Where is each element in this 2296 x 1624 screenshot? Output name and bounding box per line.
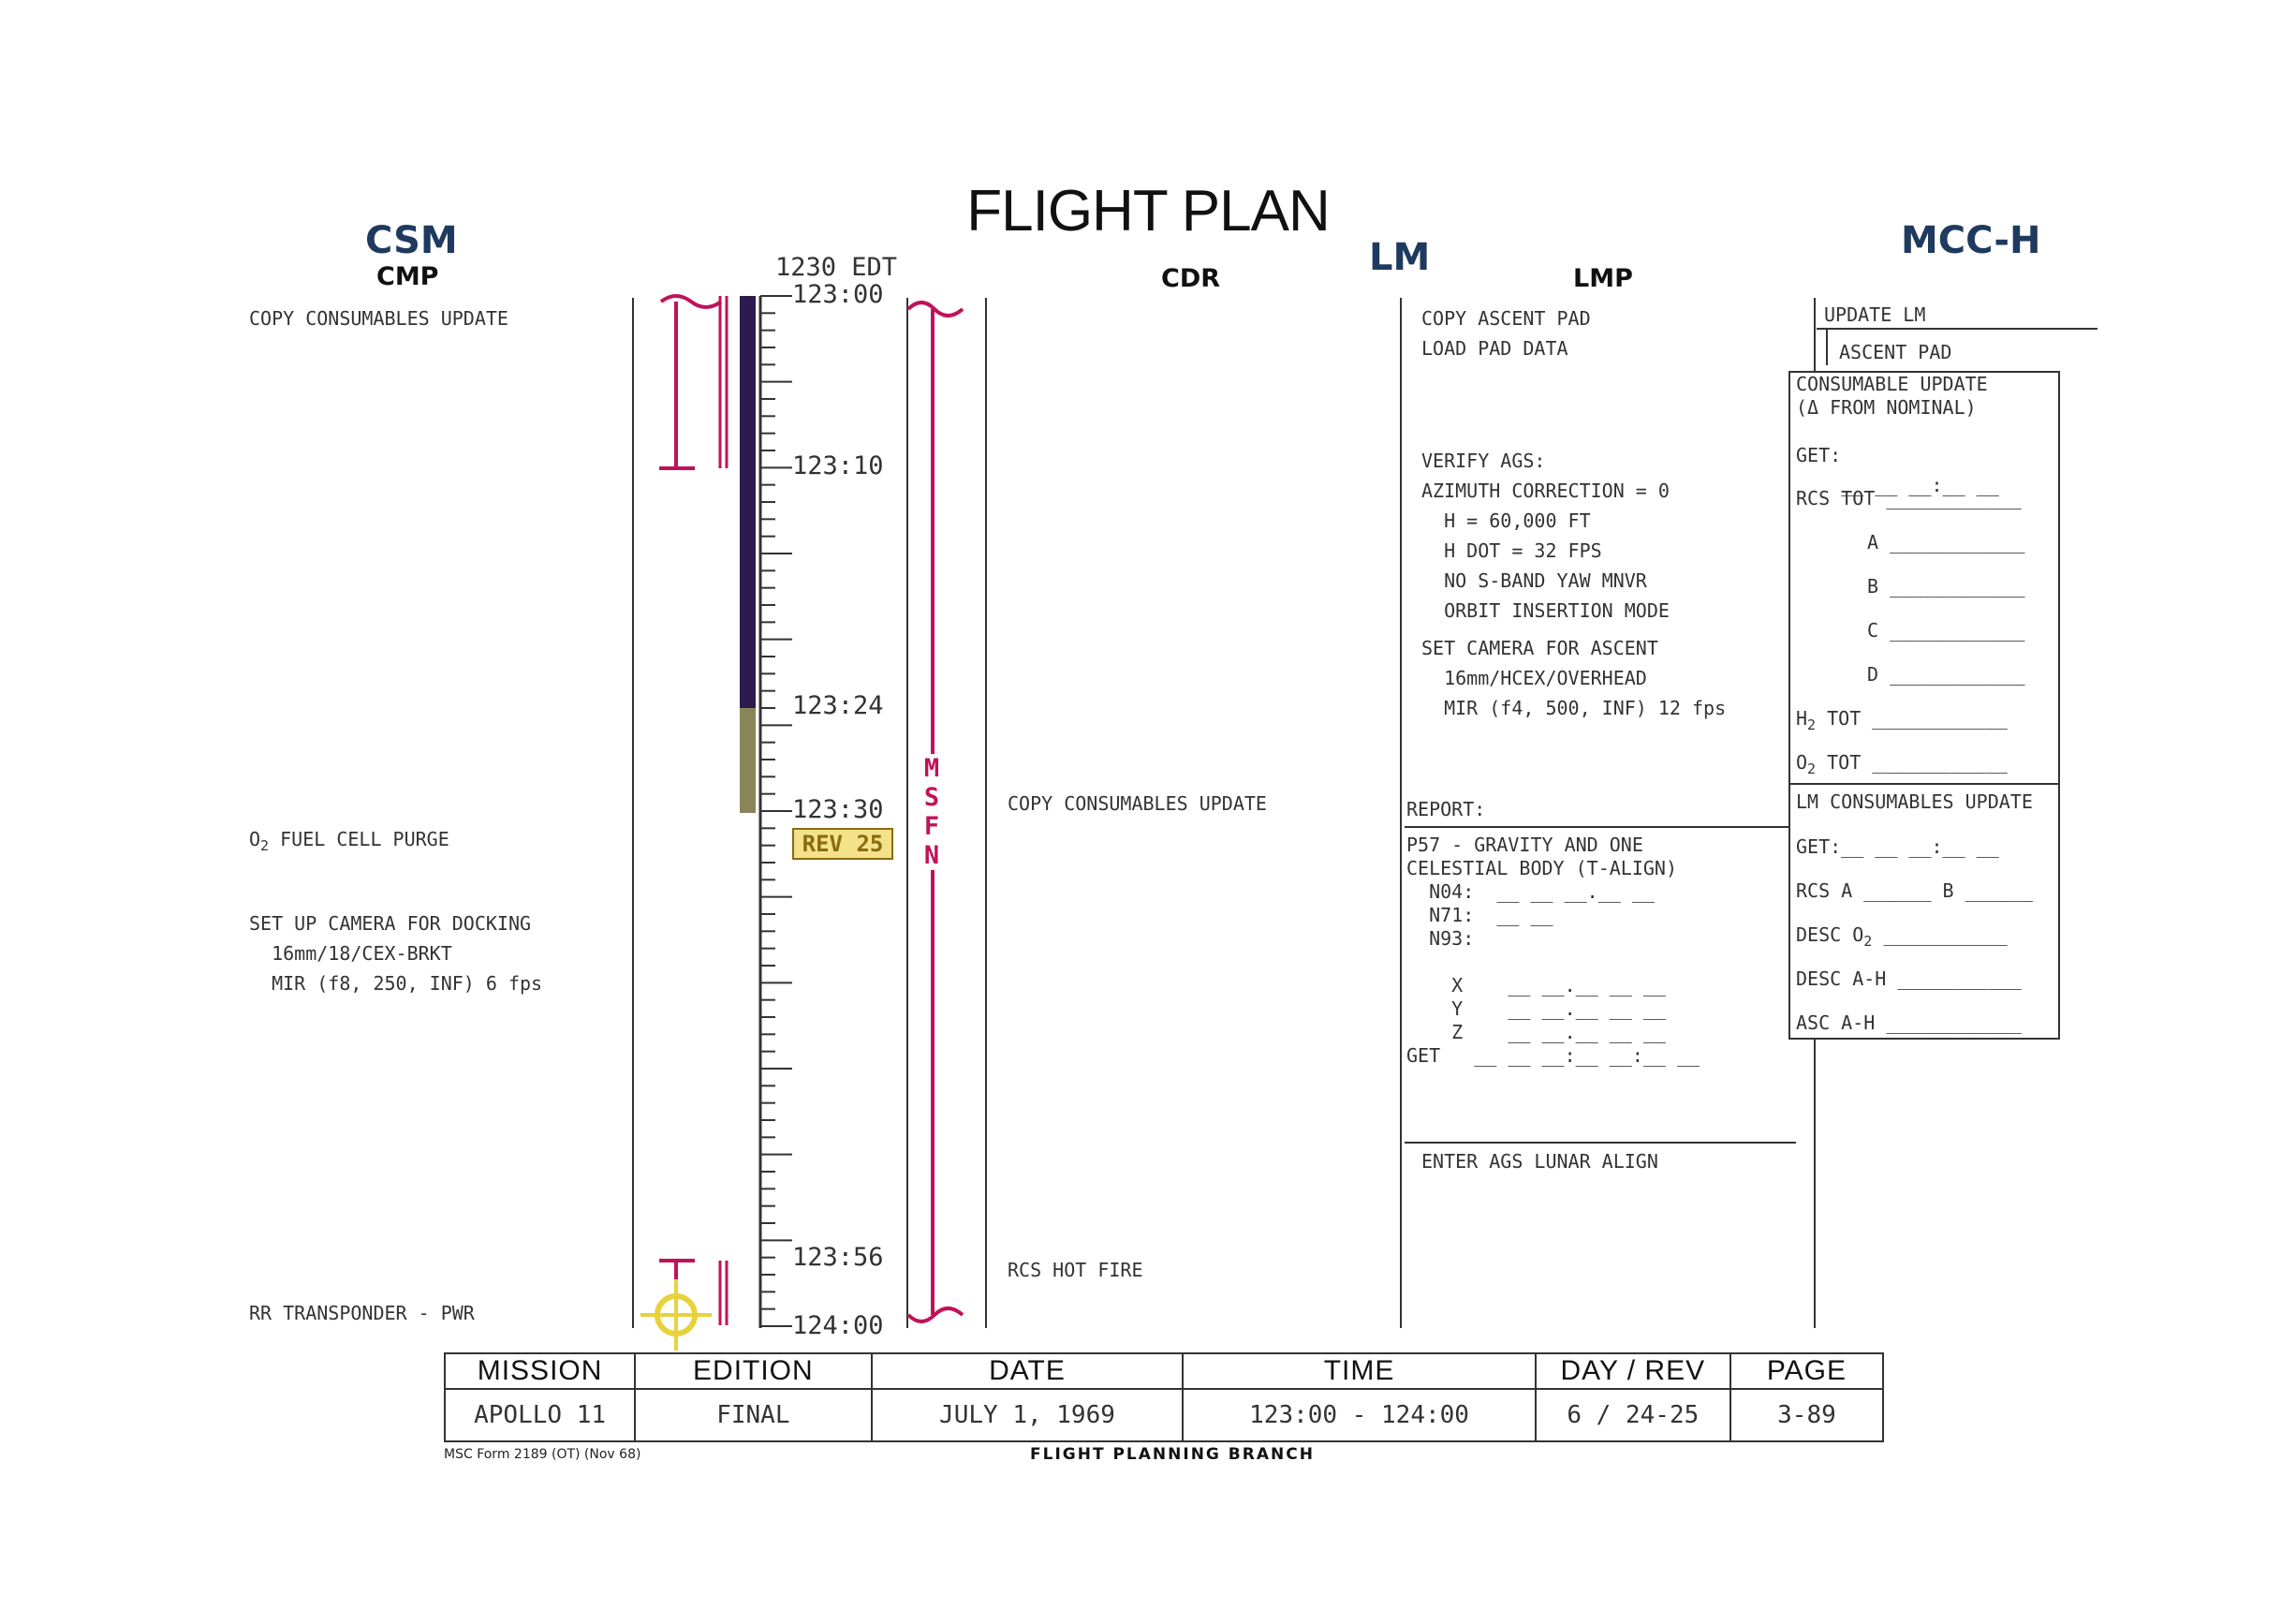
report-rule [1405,826,1815,828]
lmp-set-camera: SET CAMERA FOR ASCENT 16mm/HCEX/OVERHEAD… [1421,637,1727,719]
cmp-copy-consumables: COPY CONSUMABLES UPDATE [249,307,508,330]
consumable-get-field[interactable]: GET: __ __ __:__ __ [1796,444,1999,496]
mcc-update-rule [1817,328,2097,330]
time-label-12324: 123:24 [792,691,884,720]
footer-value-edition: FINAL [634,1388,873,1442]
cmp-camera-settings: MIR (f8, 250, INF) 6 fps [249,972,543,995]
cmp-o2-fuel-cell-purge: O2 FUEL CELL PURGE [249,828,449,854]
asc-ah-field[interactable]: ASC A-H ____________ [1796,1011,2022,1034]
desc-o2-prefix: DESC O [1796,923,1864,946]
h2-tot-field[interactable]: H2 TOT ____________ [1796,703,2008,740]
desc-o2-rest: ___________ [1872,923,2008,946]
mcc-header: MCC-H [1901,219,2041,262]
rev-badge: REV 25 [792,828,893,860]
lm-consumables-divider [1788,783,2060,785]
csm-header: CSM [365,219,458,262]
lmp-header: LMP [1573,264,1633,293]
footer-header-row: MISSION EDITION DATE TIME DAY / REV PAGE [443,1352,1885,1390]
time-label-12400: 124:00 [792,1311,884,1340]
cdr-copy-consumables: COPY CONSUMABLES UPDATE [1008,792,1267,815]
msfn-bracket-bottom-icon [906,1307,964,1323]
rcs-a-field[interactable]: A ____________ [1867,531,2025,554]
mcc-ascent-bracket [1826,328,1828,365]
footer-header-page: PAGE [1729,1352,1885,1390]
h2-symbol: H [1796,707,1808,730]
footer-header-day-rev: DAY / REV [1534,1352,1731,1390]
footer-header-date: DATE [870,1352,1185,1390]
lm-get-field[interactable]: GET:__ __ __:__ __ [1796,835,1999,858]
footer-header-mission: MISSION [443,1352,637,1390]
rcs-d-field[interactable]: D ____________ [1867,663,2025,686]
footer-value-date: JULY 1, 1969 [870,1388,1185,1442]
footer-value-page: 3-89 [1729,1388,1885,1442]
footer-header-time: TIME [1182,1352,1537,1390]
lmp-p57-block: P57 - GRAVITY AND ONE CELESTIAL BODY (T-… [1406,834,1700,1067]
lm-consumables-title: LM CONSUMABLES UPDATE [1796,790,2033,813]
timeline-right-divider [906,298,908,1328]
mcc-ascent-pad: ASCENT PAD [1839,341,1952,363]
lmp-report-label: REPORT: [1406,798,1486,820]
lmp-enter-ags-lunar-align: ENTER AGS LUNAR ALIGN [1421,1150,1658,1173]
lmp-load-pad-data: LOAD PAD DATA [1421,337,1568,360]
mcc-update-lm: UPDATE LM [1824,303,1926,326]
crosshair-target-icon [640,1279,712,1351]
rcs-tot-field[interactable]: RCS TOT ____________ [1796,487,2022,509]
consumable-update-form [1788,371,2060,1040]
page-title: FLIGHT PLAN [966,179,1331,244]
footer-value-day-rev: 6 / 24-25 [1534,1388,1731,1442]
activity-bar-dark [740,296,756,708]
footer-value-mission: APOLLO 11 [443,1388,637,1442]
lmp-verify-ags: VERIFY AGS: AZIMUTH CORRECTION = 0 H = 6… [1421,450,1670,622]
cmp-rr-transponder: RR TRANSPONDER - PWR [249,1302,475,1324]
time-label-12300: 123:00 [792,280,884,309]
cdr-column-divider [985,298,987,1328]
o2-tot-rest: TOT ____________ [1816,751,2008,774]
flight-planning-branch: FLIGHT PLANNING BRANCH [1030,1445,1315,1464]
enter-ags-rule [1405,1142,1796,1144]
o2-purge-text: FUEL CELL PURGE [269,828,449,850]
rcs-c-field[interactable]: C ____________ [1867,619,2025,642]
h2-tot-rest: TOT ____________ [1816,707,2008,730]
consumable-update-title: CONSUMABLE UPDATE (Δ FROM NOMINAL) [1796,373,1988,419]
form-number: MSC Form 2189 (OT) (Nov 68) [444,1447,641,1462]
cmp-camera-setup: SET UP CAMERA FOR DOCKING [249,912,532,935]
cdr-rcs-hot-fire: RCS HOT FIRE [1008,1259,1143,1281]
activity-bar-olive [740,708,756,813]
lm-rcs-field[interactable]: RCS A ______ B ______ [1796,879,2033,902]
lmp-column-divider [1400,298,1402,1328]
msfn-bracket-top-icon [906,301,964,317]
o2-tot-field[interactable]: O2 TOT ____________ [1796,747,2008,784]
o2-subscript: 2 [260,837,270,854]
edt-label: 1230 EDT [775,253,898,282]
o2-symbol: O [1796,751,1808,774]
cmp-header: CMP [376,262,439,291]
desc-o2-field[interactable]: DESC O2 ___________ [1796,920,2008,956]
footer-value-row: APOLLO 11 FINAL JULY 1, 1969 123:00 - 12… [443,1388,1885,1442]
cmp-camera-lens: 16mm/18/CEX-BRKT [249,942,452,965]
time-label-12356: 123:56 [792,1243,884,1272]
time-ticks [760,295,792,1327]
desc-o2-subscript: 2 [1863,933,1873,950]
lm-header: LM [1369,236,1431,279]
msfn-label: M S F N [918,754,946,870]
footer-value-time: 123:00 - 124:00 [1182,1388,1537,1442]
footer-table: MISSION EDITION DATE TIME DAY / REV PAGE… [443,1352,1885,1442]
desc-ah-field[interactable]: DESC A-H ___________ [1796,967,2022,990]
time-label-12310: 123:10 [792,451,884,480]
cmp-column-divider [632,298,634,1328]
cdr-header: CDR [1161,264,1221,293]
footer-header-edition: EDITION [634,1352,873,1390]
lmp-copy-ascent-pad: COPY ASCENT PAD [1421,307,1591,330]
h2-subscript: 2 [1807,716,1817,733]
o2-tot-subscript: 2 [1807,760,1817,777]
rcs-b-field[interactable]: B ____________ [1867,575,2025,598]
bracket-top-icon [659,294,723,309]
time-label-12330: 123:30 [792,795,884,824]
